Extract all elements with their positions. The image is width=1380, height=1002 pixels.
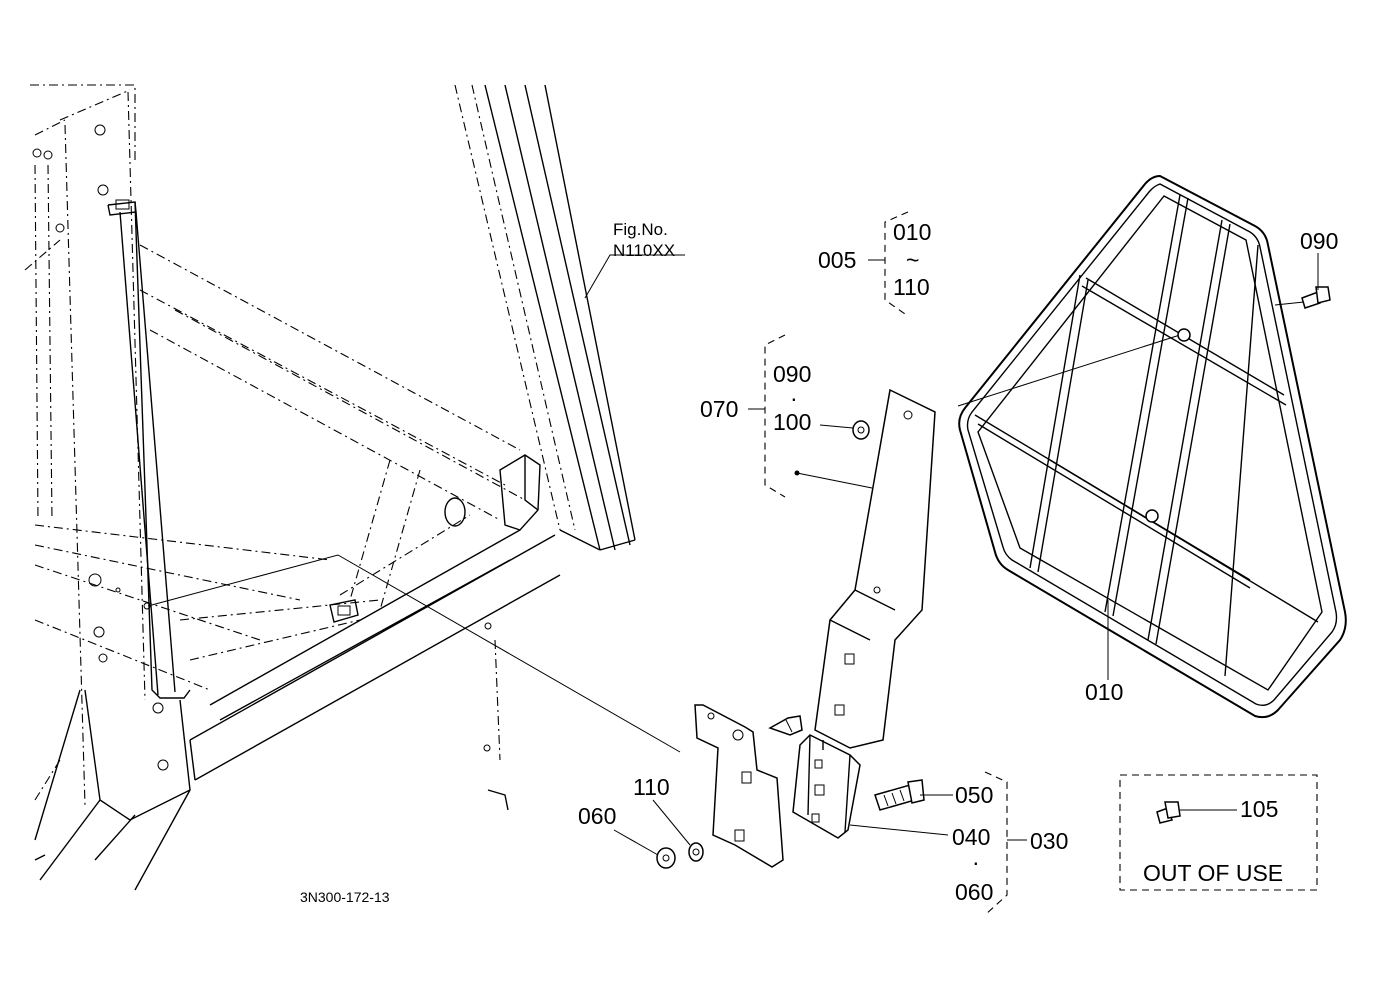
callout-090-top: 090	[1300, 228, 1338, 254]
bolt-050	[874, 779, 925, 811]
callout-005: 005	[818, 247, 856, 273]
group-brace-005	[868, 211, 909, 317]
drawing-code: 3N300-172-13	[300, 889, 390, 905]
callout-030-separator: ·	[972, 849, 980, 875]
out-of-use-box	[1119, 774, 1318, 891]
cab-frame	[24, 84, 636, 891]
callout-060: 060	[578, 803, 616, 829]
callout-050: 050	[955, 782, 993, 808]
group-brace-070	[748, 334, 786, 498]
assembly-leaders	[147, 333, 1184, 753]
hinge-block	[792, 734, 861, 839]
nut-100	[852, 420, 870, 440]
screw-090	[1301, 286, 1331, 309]
callout-leaders	[584, 253, 1319, 856]
callout-070-separator: ·	[790, 385, 798, 411]
callout-105: 105	[1240, 796, 1278, 822]
callout-110: 110	[633, 774, 670, 800]
callout-070-b: 100	[773, 409, 811, 435]
callout-070: 070	[700, 396, 738, 422]
reflector-panel	[958, 174, 1347, 719]
group-brace-030	[984, 771, 1027, 916]
out-of-use-label: OUT OF USE	[1143, 860, 1283, 886]
callout-range-top: 010	[893, 219, 931, 245]
callout-range-bottom: 110	[893, 274, 930, 300]
callout-070-a: 090	[773, 361, 811, 387]
callout-040: 040	[952, 824, 990, 850]
washer-110	[688, 842, 704, 862]
arm-bracket	[814, 388, 936, 749]
figure-ref-line1: Fig.No.	[613, 220, 668, 239]
bolt-near-plate	[768, 715, 803, 736]
callout-060-b: 060	[955, 879, 993, 905]
hinge-bracket-plate	[694, 704, 784, 868]
figure-ref-line2: N110XX	[613, 241, 675, 260]
nut-060	[656, 847, 676, 869]
callout-range-separator: ~	[906, 247, 919, 273]
callout-010: 010	[1085, 679, 1123, 705]
callout-030: 030	[1030, 828, 1068, 854]
